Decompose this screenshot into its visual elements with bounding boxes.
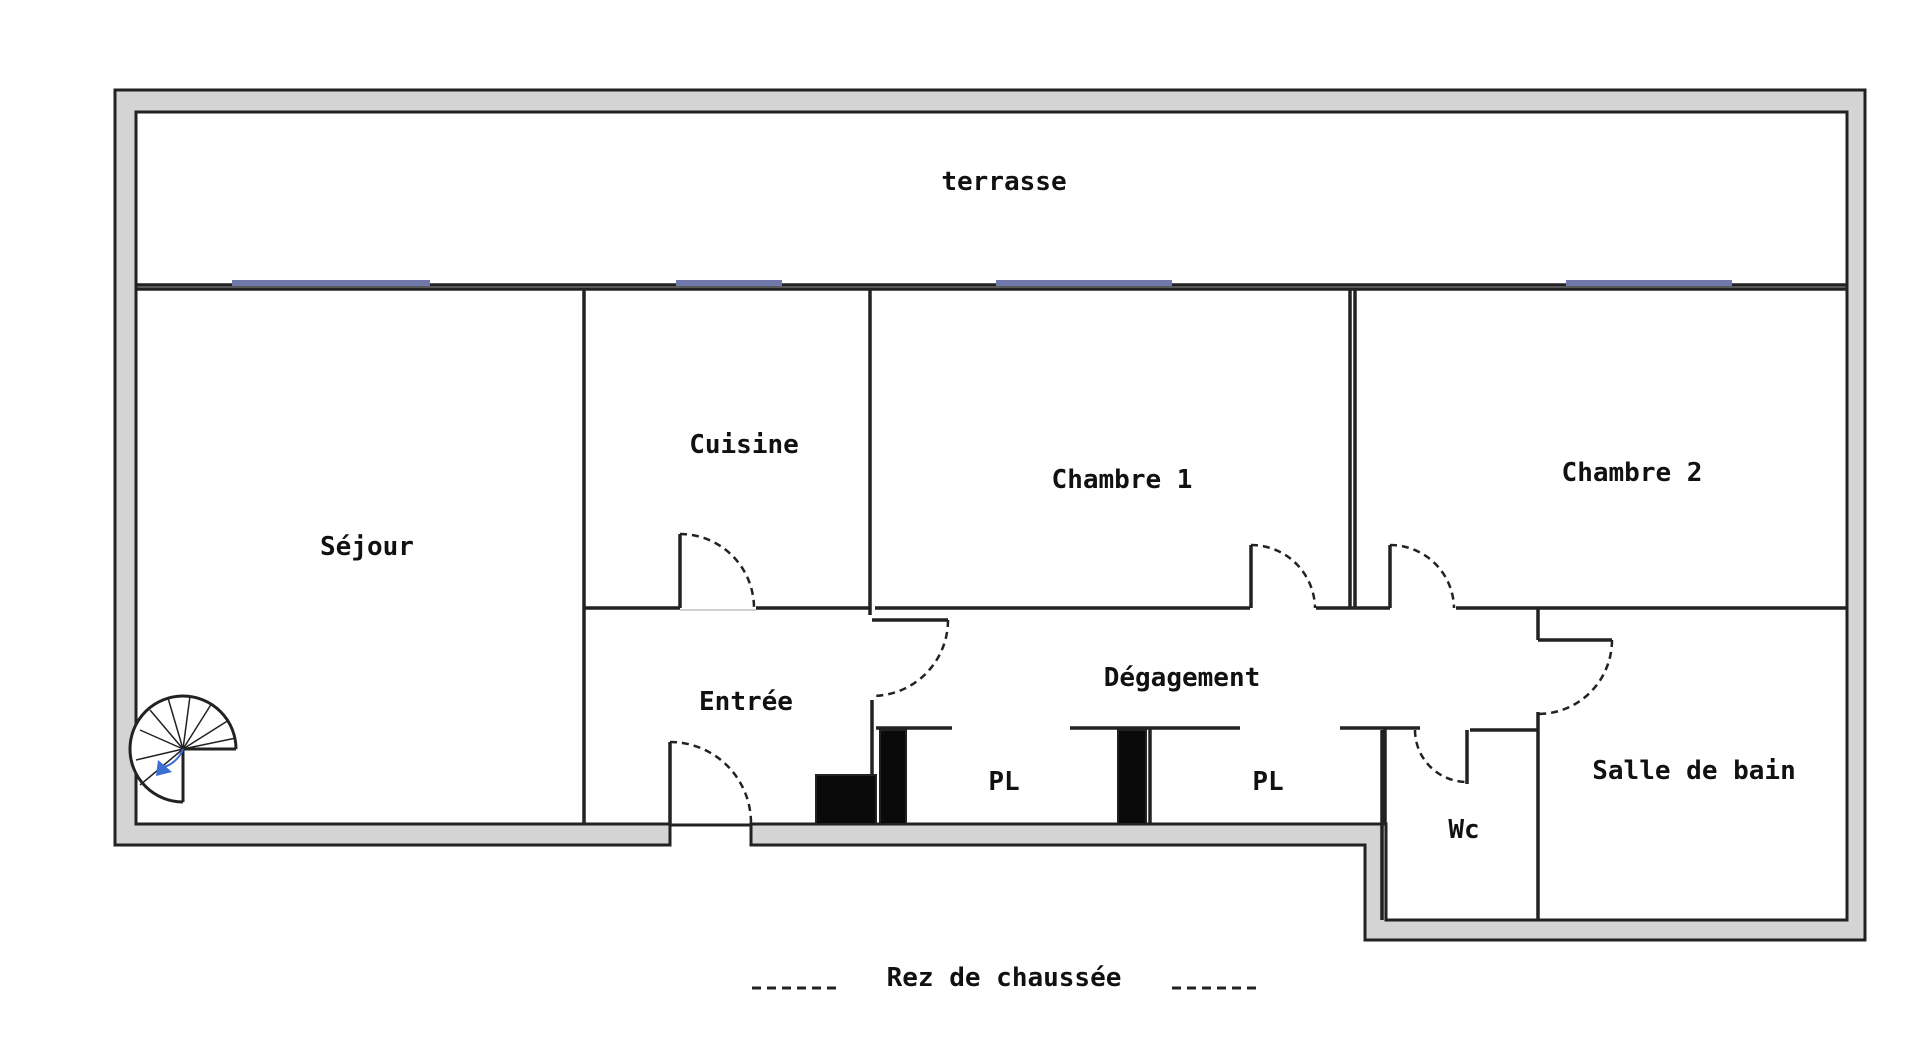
door-entree-swing (669, 740, 753, 824)
room-placard-1: PL (988, 767, 1019, 797)
door-degagement-swing (871, 619, 950, 698)
room-wc: Wc (1448, 815, 1479, 845)
duct-block-1 (815, 774, 877, 825)
stair-arrow-icon (156, 760, 172, 776)
room-entree: Entrée (699, 687, 793, 717)
door-chambre2-swing (1389, 543, 1456, 609)
room-placard-2: PL (1252, 767, 1283, 797)
door-cuisine-swing (679, 532, 756, 609)
room-cuisine: Cuisine (689, 430, 799, 460)
room-sejour: Séjour (320, 532, 414, 562)
plan-caption: Rez de chaussée (887, 963, 1122, 993)
door-chambre1-swing (1250, 543, 1317, 609)
door-wc-swing (1413, 729, 1468, 784)
duct-block-3 (1117, 729, 1147, 825)
room-chambre2: Chambre 2 (1562, 458, 1703, 488)
room-degagement: Dégagement (1104, 663, 1261, 693)
room-chambre1: Chambre 1 (1052, 465, 1193, 495)
door-sdb-swing (1537, 639, 1614, 716)
room-salle-de-bain: Salle de bain (1592, 756, 1796, 786)
duct-block-2 (879, 729, 907, 825)
spiral-staircase (128, 694, 238, 804)
outer-wall (113, 88, 1867, 942)
room-terrasse: terrasse (941, 167, 1066, 197)
